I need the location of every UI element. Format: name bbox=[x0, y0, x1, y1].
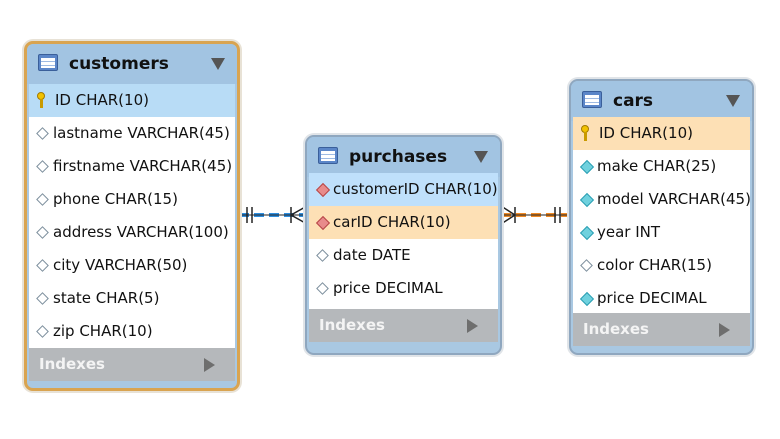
nullable-column-icon bbox=[36, 226, 49, 239]
table-icon bbox=[318, 147, 338, 164]
column-label: carID CHAR(10) bbox=[333, 213, 451, 231]
column-row[interactable]: carID CHAR(10) bbox=[309, 206, 498, 239]
column-label: address VARCHAR(100) bbox=[53, 223, 229, 241]
not-null-column-icon bbox=[579, 225, 595, 241]
nullable-column-icon bbox=[36, 160, 49, 173]
nullable-column-icon bbox=[316, 282, 329, 295]
relationship-purchases-cars[interactable] bbox=[500, 205, 570, 225]
expand-triangle-icon[interactable] bbox=[204, 358, 215, 372]
column-row[interactable]: ID CHAR(10) bbox=[573, 117, 750, 150]
column-label: ID CHAR(10) bbox=[599, 124, 693, 142]
table-icon bbox=[38, 54, 58, 71]
column-row[interactable]: lastname VARCHAR(45) bbox=[29, 117, 235, 150]
nullable-column-icon bbox=[36, 259, 49, 272]
indexes-section[interactable]: Indexes bbox=[29, 348, 235, 381]
foreign-key-icon bbox=[315, 182, 331, 198]
column-label: phone CHAR(15) bbox=[53, 190, 178, 208]
collapse-triangle-icon[interactable] bbox=[211, 58, 225, 70]
table-header[interactable]: cars bbox=[571, 81, 752, 121]
not-null-column-icon bbox=[579, 159, 595, 175]
column-label: firstname VARCHAR(45) bbox=[53, 157, 233, 175]
nullable-column-icon bbox=[36, 292, 49, 305]
foreign-key-icon bbox=[315, 215, 331, 231]
nullable-column-icon bbox=[316, 249, 329, 262]
indexes-label: Indexes bbox=[319, 316, 385, 334]
table-header[interactable]: purchases bbox=[307, 137, 500, 177]
column-row[interactable]: ID CHAR(10) bbox=[29, 84, 235, 117]
column-label: model VARCHAR(45) bbox=[597, 190, 751, 208]
column-label: zip CHAR(10) bbox=[53, 322, 153, 340]
nullable-column-icon bbox=[580, 259, 593, 272]
column-label: lastname VARCHAR(45) bbox=[53, 124, 230, 142]
indexes-label: Indexes bbox=[39, 355, 105, 373]
column-row[interactable]: zip CHAR(10) bbox=[29, 315, 235, 348]
column-label: color CHAR(15) bbox=[597, 256, 712, 274]
collapse-triangle-icon[interactable] bbox=[726, 95, 740, 107]
column-label: year INT bbox=[597, 223, 661, 241]
not-null-column-icon bbox=[579, 192, 595, 208]
column-row[interactable]: address VARCHAR(100) bbox=[29, 216, 235, 249]
column-row[interactable]: price DECIMAL bbox=[309, 272, 498, 305]
column-row[interactable]: price DECIMAL bbox=[573, 282, 750, 315]
nullable-column-icon bbox=[36, 325, 49, 338]
table-title: purchases bbox=[349, 147, 448, 167]
column-row[interactable]: phone CHAR(15) bbox=[29, 183, 235, 216]
column-label: ID CHAR(10) bbox=[55, 91, 149, 109]
expand-triangle-icon[interactable] bbox=[719, 323, 730, 337]
column-row[interactable]: city VARCHAR(50) bbox=[29, 249, 235, 282]
column-label: city VARCHAR(50) bbox=[53, 256, 188, 274]
collapse-triangle-icon[interactable] bbox=[474, 151, 488, 163]
table-customers[interactable]: customers ID CHAR(10) lastname VARCHAR(4… bbox=[24, 41, 240, 391]
nullable-column-icon bbox=[36, 127, 49, 140]
table-icon bbox=[582, 91, 602, 108]
indexes-label: Indexes bbox=[583, 320, 649, 338]
nullable-column-icon bbox=[36, 193, 49, 206]
primary-key-icon bbox=[581, 125, 589, 142]
primary-key-icon bbox=[37, 92, 45, 109]
column-label: make CHAR(25) bbox=[597, 157, 717, 175]
column-row[interactable]: firstname VARCHAR(45) bbox=[29, 150, 235, 183]
table-title: customers bbox=[69, 54, 169, 74]
column-label: price DECIMAL bbox=[597, 289, 707, 307]
relationship-customers-purchases[interactable] bbox=[239, 205, 308, 225]
column-row[interactable]: make CHAR(25) bbox=[573, 150, 750, 183]
expand-triangle-icon[interactable] bbox=[467, 319, 478, 333]
column-label: date DATE bbox=[333, 246, 411, 264]
indexes-section[interactable]: Indexes bbox=[573, 313, 750, 346]
column-label: state CHAR(5) bbox=[53, 289, 160, 307]
table-purchases[interactable]: purchases customerID CHAR(10) carID CHAR… bbox=[305, 135, 502, 355]
indexes-section[interactable]: Indexes bbox=[309, 309, 498, 342]
not-null-column-icon bbox=[579, 291, 595, 307]
column-row[interactable]: customerID CHAR(10) bbox=[309, 173, 498, 206]
table-cars[interactable]: cars ID CHAR(10) make CHAR(25) model VAR… bbox=[569, 79, 754, 355]
column-row[interactable]: date DATE bbox=[309, 239, 498, 272]
table-header[interactable]: customers bbox=[27, 44, 237, 84]
table-title: cars bbox=[613, 91, 654, 111]
column-row[interactable]: year INT bbox=[573, 216, 750, 249]
column-row[interactable]: color CHAR(15) bbox=[573, 249, 750, 282]
column-label: price DECIMAL bbox=[333, 279, 443, 297]
column-row[interactable]: model VARCHAR(45) bbox=[573, 183, 751, 216]
column-label: customerID CHAR(10) bbox=[333, 180, 498, 198]
column-row[interactable]: state CHAR(5) bbox=[29, 282, 235, 315]
